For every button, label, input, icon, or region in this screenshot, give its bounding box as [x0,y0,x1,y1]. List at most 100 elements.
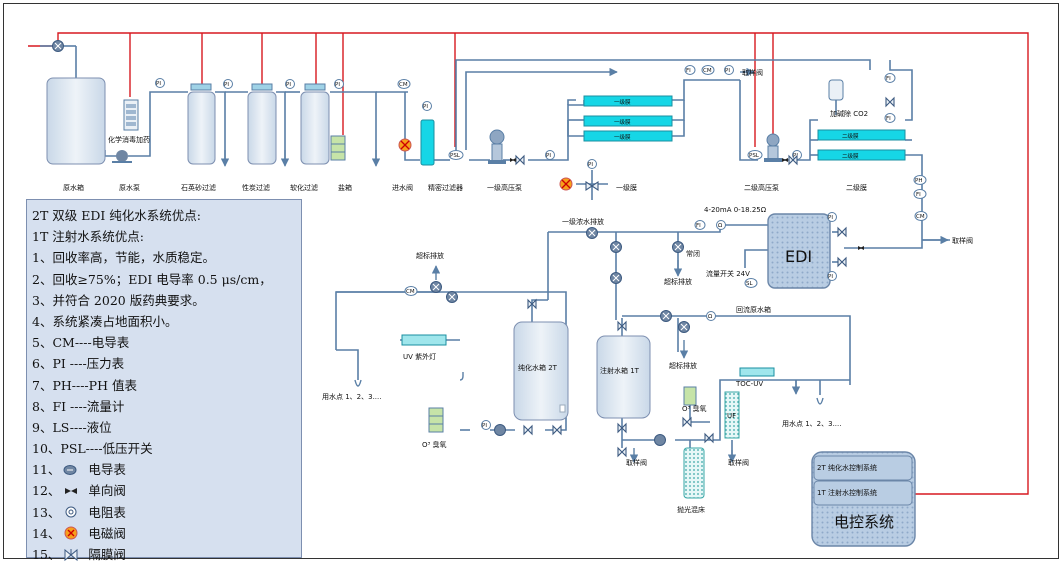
uf-label: UF [727,412,736,420]
control-system-label: 电控系统 [834,513,894,531]
raw-water-tank [46,77,106,165]
conductivity-meter-icon [63,464,77,475]
salt-tank-label: 盐箱 [338,183,352,192]
solenoid-valve-icon [64,526,78,540]
pi-label: PI [423,104,428,110]
raw-water-pump [112,150,132,163]
sl-label: SL [746,281,753,287]
legend-text: 2T 双级 EDI 纯化水系统优点: [32,208,202,223]
softener-filter [300,83,330,165]
resistivity-meter-icon [65,506,77,518]
ozone-generator-left [428,407,444,433]
psl-label: PSL [450,153,461,159]
high-pressure-pump-2 [764,133,782,162]
toc-uv-label: TOC-UV [735,380,763,388]
raw-pump-label: 原水泵 [119,183,140,192]
control-system-panel [811,451,916,547]
over-limit-mid: 超标排放 [664,277,692,286]
legend-text: 单向阀 [88,483,126,499]
precision-filter [420,119,435,166]
raw-tank-label: 原水箱 [63,183,84,192]
outer-frame [3,3,1059,559]
salt-tank [330,135,346,161]
membrane2-unit-label-a: 二级膜 [842,132,859,140]
legend-prefix: 13、 [32,504,61,520]
edi-signal: 4-20mA 0-18.25Ω [704,206,767,214]
pi-label: PI [482,423,487,429]
legend-text: 7、PH----PH 值表 [32,377,137,393]
legend-line: 7、PH----PH 值表 [32,375,301,396]
over-limit-right: 超标排放 [669,361,697,370]
fi-label: FI [886,76,891,82]
membrane2-unit-label-b: 二级膜 [842,152,859,160]
drain-arrows [220,67,949,463]
check-valves [510,158,864,250]
uf-unit [724,391,740,439]
inj-tank-label: 注射水箱 1T [600,366,640,375]
cm-label: CM [703,68,712,74]
check-valve-icon [65,488,78,495]
solenoid-valve-membrane [559,177,573,191]
pi-label: PI [286,82,291,88]
alkali-dosing-tank [828,79,844,101]
pi-label: PI [588,162,593,168]
cm-label: CM [916,214,925,220]
pipe-network [40,45,950,455]
edi-label: EDI [785,247,812,266]
over-limit-top: 超标排放 [416,251,444,260]
ph-label: PH [915,178,922,184]
flow-meters: FI FI FI FI FI [684,65,927,230]
legend-line: 2、回收≥75%；EDI 电导率 0.5 μs/cm， [32,269,301,290]
membrane1-unit-label-c: 一级膜 [614,133,631,141]
concentrate-drain: 一级浓水排放 [562,217,604,226]
ph-meter: PH [913,175,927,185]
ctrl-1t-label: 1T 注射水控制系统 [817,488,877,497]
sampling-valve-top: 取样阀 [742,68,763,77]
legend-line: 1、回收率高，节能，水质稳定。 [32,247,301,268]
legend-line: 12、 单向阀 [32,480,301,501]
membrane-stage-1 [583,95,673,142]
pure-water-tank [513,321,569,421]
alkali-co2-label: 加碱除 CO2 [830,109,868,118]
uv-lamp-label: UV 紫外灯 [403,352,436,361]
high-pressure-pump-1 [488,129,506,164]
legend-text: 9、LS----液位 [32,419,112,435]
hp-pump1-label: 一级高压泵 [487,183,522,192]
edi-module [767,213,831,289]
inlet-valve-label: 进水阀 [392,183,413,192]
legend-panel: 2T 双级 EDI 纯化水系统优点: 1T 注射水系统优点: 1、回收率高，节能… [26,199,302,562]
carbon-filter-label: 性炭过滤 [242,183,270,192]
ctrl-2t-label: 2T 纯化水控制系统 [817,463,877,472]
fi-label: FI [696,223,701,229]
flow-switch: 流量开关 24V [706,269,750,278]
softener-label: 软化过滤 [290,183,318,192]
legend-prefix: 11、 [32,462,61,478]
legend-text: 电磁阀 [88,525,126,541]
pi-label: PI [725,68,730,74]
legend-text: 6、PI ----压力表 [32,356,125,372]
legend-text: 5、CM----电导表 [32,335,130,351]
membrane1-unit-label-b: 一级膜 [614,118,631,126]
quartz-filter-label: 石英砂过滤 [181,183,216,192]
ozone-generator-right [683,386,697,406]
legend-line: 13、 电阻表 [32,502,301,523]
pure-tank-label: 纯化水箱 2T [518,363,558,372]
quartz-sand-filter [187,83,216,165]
legend-prefix: 15、 [32,547,61,562]
level-switch: SL [744,278,758,288]
legend-text: 1、回收率高，节能，水质稳定。 [32,250,215,266]
legend-line: 6、PI ----压力表 [32,353,301,374]
legend-line: 3、并符合 2020 版药典要求。 [32,290,301,311]
legend-text: 电导表 [88,462,126,478]
legend-text: 1T 注射水系统优点: [32,229,144,245]
hp-pump2-label: 二级高压泵 [744,183,779,192]
pi-label: PI [156,81,161,87]
precision-filter-label: 精密过滤器 [428,183,463,192]
ozone-left-label: O³ 臭氧 [422,440,447,449]
legend-prefix: 12、 [32,483,61,499]
legend-line: 9、LS----液位 [32,417,301,438]
inlet-solenoid-valve [398,138,412,152]
diaphragm-valve-icon [64,548,78,561]
diaphragm-valves [515,96,895,458]
